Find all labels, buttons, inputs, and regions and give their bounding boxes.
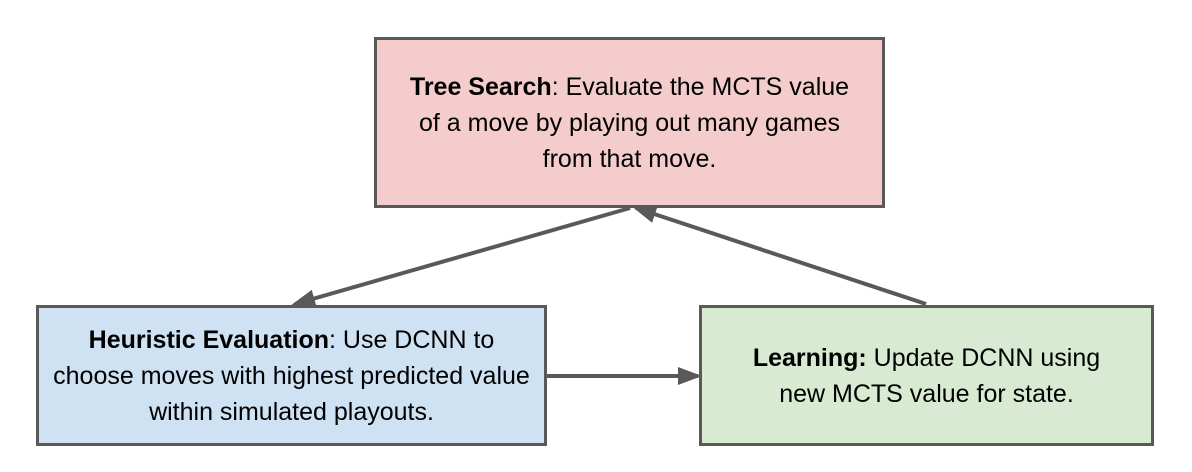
tree-search-description: : Evaluate the MCTS value of a move by p… (418, 72, 850, 173)
heuristic-evaluation-text: Heuristic Evaluation: Use DCNN to choose… (53, 322, 530, 430)
tree-search-title: Tree Search (409, 72, 552, 101)
arrow-learning-to-tree (632, 205, 927, 306)
learning-description: Update DCNN using new MCTS value for sta… (779, 343, 1101, 408)
learning-box: Learning: Update DCNN using new MCTS val… (699, 305, 1154, 446)
tree-search-text: Tree Search: Evaluate the MCTS value of … (399, 69, 860, 177)
arrow-tree-to-heuristic (291, 206, 631, 308)
learning-title: Learning: (752, 343, 867, 372)
heuristic-evaluation-title: Heuristic Evaluation (88, 325, 330, 354)
tree-search-box: Tree Search: Evaluate the MCTS value of … (374, 37, 885, 208)
learning-text: Learning: Update DCNN using new MCTS val… (742, 340, 1111, 412)
heuristic-evaluation-description: : Use DCNN to choose moves with highest … (53, 325, 530, 426)
heuristic-evaluation-box: Heuristic Evaluation: Use DCNN to choose… (36, 305, 547, 446)
